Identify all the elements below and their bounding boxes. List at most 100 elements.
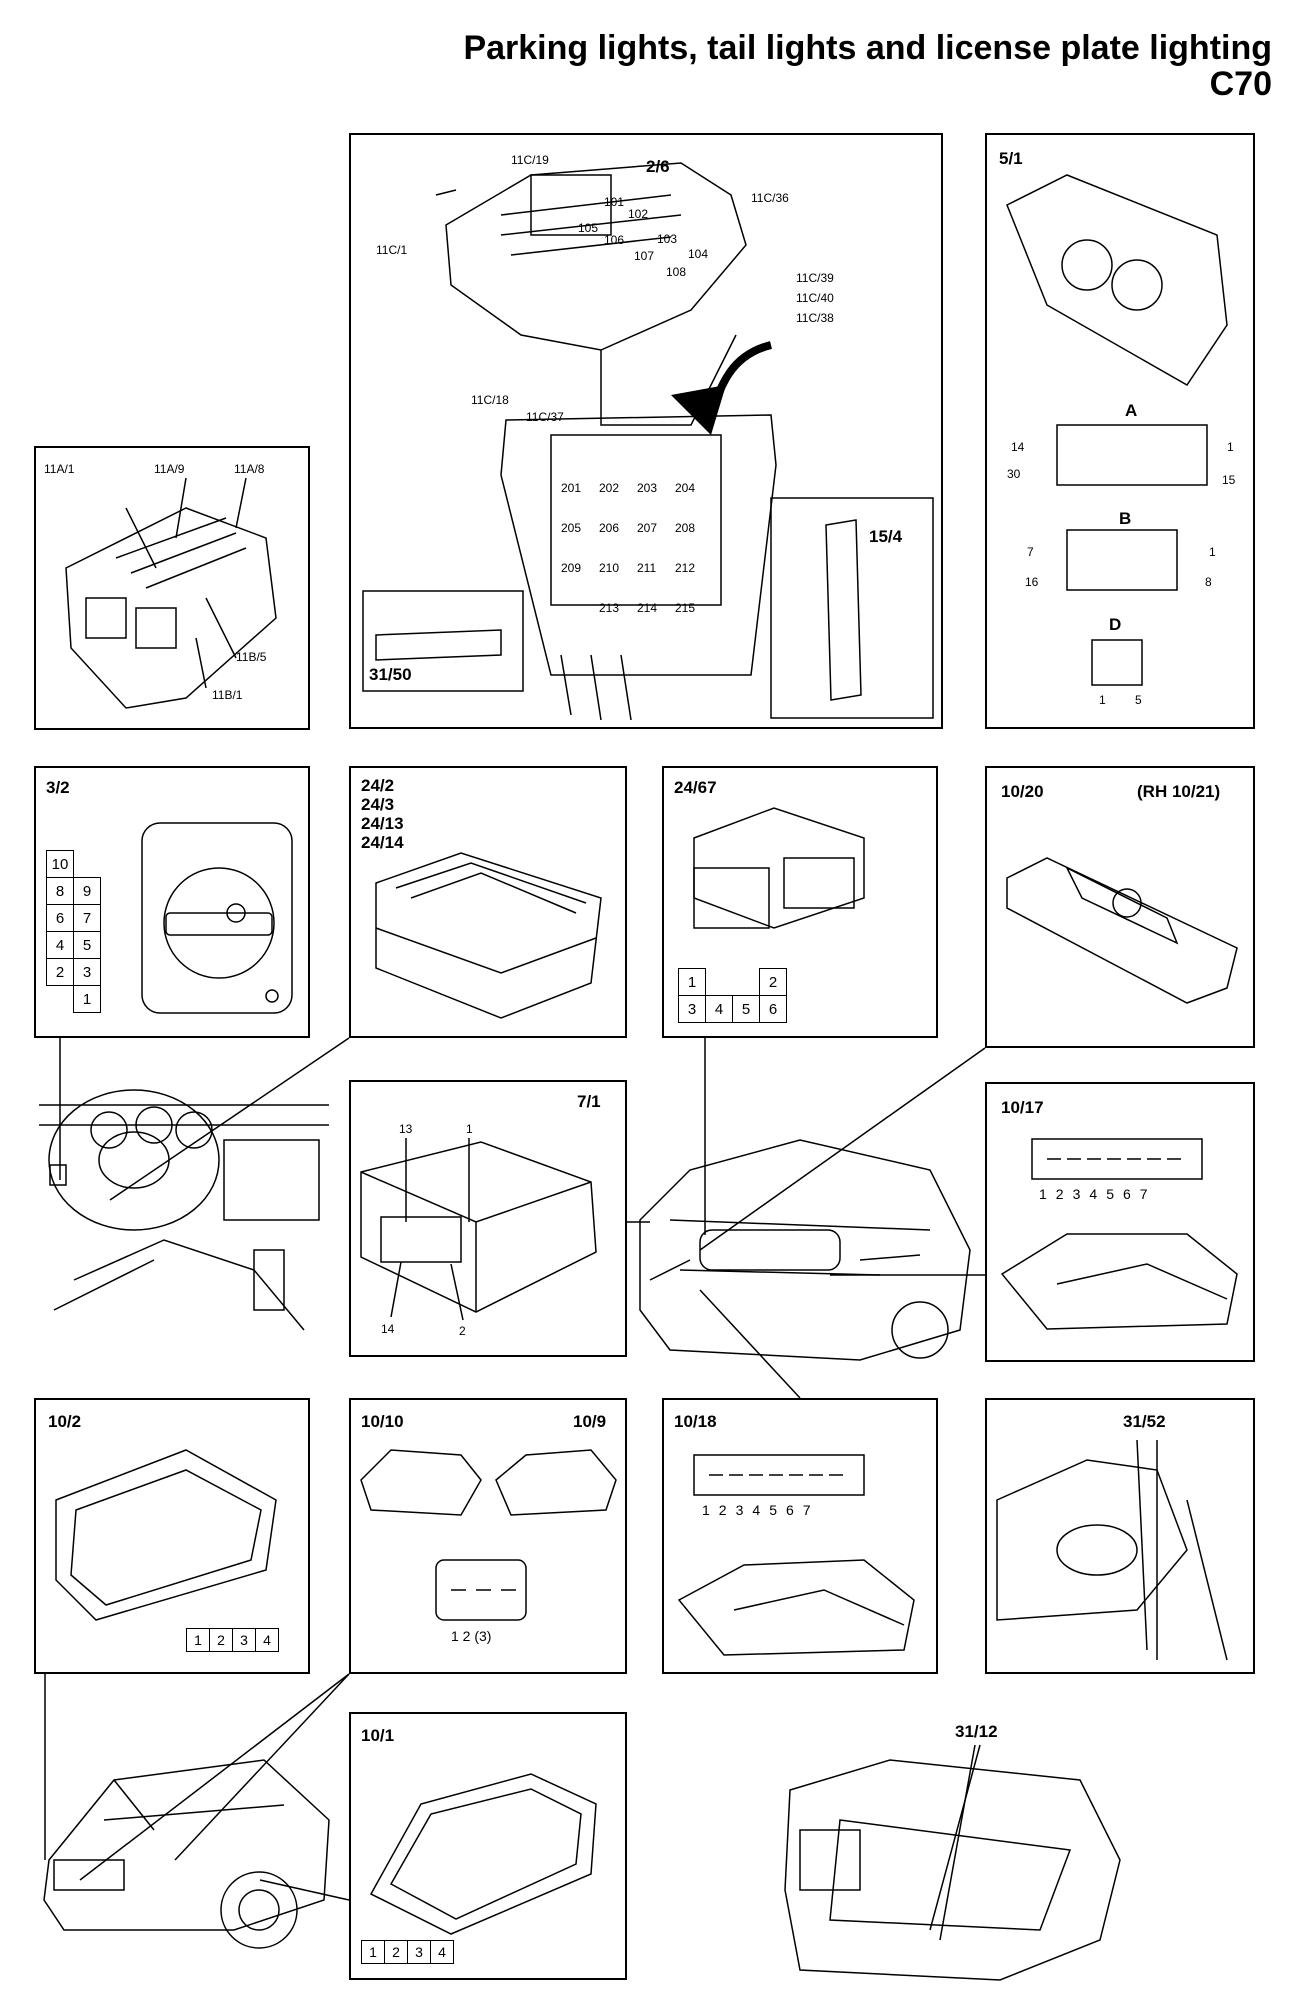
side-markers-panel: 10/10 10/9 1 2 (3) [349, 1398, 627, 1674]
pin-cell: 7 [73, 904, 101, 932]
pin-label: 7 [802, 1502, 811, 1518]
tail-light-r-pins: 1 2 3 4 5 6 7 [702, 1502, 811, 1518]
pin-label: 1 [702, 1502, 710, 1518]
pin-label: 4 [752, 1502, 761, 1518]
pin-cell: 4 [255, 1628, 279, 1652]
fuse-box-illustration [362, 162, 934, 721]
connector-label: 31/50 [369, 665, 412, 684]
headlamp-label: 10/1 [361, 1726, 395, 1745]
instrument-illustration [1006, 174, 1228, 686]
pin-label: 4 [1089, 1186, 1098, 1202]
pin-cell: 1 [186, 1628, 210, 1652]
connector-24-67-illustration [693, 807, 865, 929]
relay-label: 15/4 [869, 527, 903, 546]
pin-cell: 3 [232, 1628, 256, 1652]
callout: 11C/1 [376, 243, 408, 257]
connector-24-panel: 24/2 24/3 24/13 24/14 [349, 766, 627, 1038]
pin-label: 3 [735, 1502, 744, 1518]
pin-label: 8 [1205, 575, 1212, 589]
fuse-label: 211 [637, 561, 657, 575]
callout: 11C/37 [526, 410, 564, 424]
callout: 11C/40 [796, 291, 834, 305]
side-marker-pins: 1 2 (3) [451, 1628, 492, 1644]
side-marker-left-label: 10/10 [361, 1412, 404, 1431]
fuse-label: 208 [675, 521, 696, 535]
pin-label: 7 [1027, 545, 1034, 559]
connector-labels: 24/2 24/3 24/13 24/14 [361, 776, 404, 852]
connector-name: A [1125, 401, 1138, 420]
pin-label: 6 [1122, 1186, 1131, 1202]
switch-label: 3/2 [46, 778, 70, 797]
fuse-label: 108 [666, 265, 687, 279]
tail-light-label: 10/18 [674, 1412, 717, 1431]
pin-cell: 3 [678, 995, 706, 1023]
car-front-illustration [43, 1759, 330, 1949]
ground-52-panel: 31/52 [985, 1398, 1255, 1674]
fuse-label: 210 [599, 561, 620, 575]
tail-light-r-illustration [677, 1454, 915, 1656]
fuse-label: 204 [675, 481, 696, 495]
connector-name: D [1109, 615, 1122, 634]
fuse-label: 214 [637, 601, 658, 615]
side-marker-right-label: 10/9 [573, 1412, 607, 1431]
headlamp-pin-grid: 1 2 3 4 [186, 1628, 279, 1652]
callout: 11C/18 [471, 393, 509, 407]
fuse-grid: 201 202 203 204 205 206 207 208 209 210 … [561, 481, 713, 641]
pin-cell: 4 [705, 995, 733, 1023]
pin-cell: 2 [209, 1628, 233, 1652]
plate-light-panel: 10/20 (RH 10/21) [985, 766, 1255, 1048]
connector-label: 24/13 [361, 814, 404, 833]
tail-light-label: 10/17 [1001, 1098, 1044, 1117]
pin-label: 7 [1139, 1186, 1148, 1202]
callout: 11A/9 [154, 462, 185, 476]
module-illustration [360, 1138, 597, 1321]
pin-label: 5 [769, 1502, 777, 1518]
fuse-label: 104 [688, 247, 709, 261]
pin-label: 2 [459, 1324, 466, 1338]
fuse-label: 201 [561, 481, 582, 495]
pin-label: 14 [381, 1322, 395, 1336]
pin-cell: 1 [361, 1940, 385, 1964]
fuse-label: 213 [599, 601, 620, 615]
fuse-label: 206 [599, 521, 620, 535]
plate-light-illustration [1006, 857, 1238, 1004]
car-rear-illustration [639, 1139, 971, 1361]
pin-cell: 4 [430, 1940, 454, 1964]
tail-light-right-panel: 10/18 1 2 3 4 5 6 7 [662, 1398, 938, 1674]
tail-light-pins: 1 2 3 4 5 6 7 [1039, 1186, 1148, 1202]
headlamp-left-panel: 10/1 1 2 3 4 [349, 1712, 627, 1980]
callout: 11C/19 [511, 153, 549, 167]
pin-cell: 2 [46, 958, 74, 986]
pin-cell: 6 [759, 995, 787, 1023]
pin-label: 5 [1135, 693, 1142, 707]
fuse-label: 205 [561, 521, 582, 535]
callout: 11A/1 [44, 462, 75, 476]
pin-cell: 3 [407, 1940, 431, 1964]
headlamp-l-illustration [369, 1773, 597, 1935]
module-label: 7/1 [577, 1092, 601, 1111]
pin-cell: 10 [46, 850, 74, 878]
callout: 11C/36 [751, 191, 789, 205]
pin-label: 5 [1106, 1186, 1114, 1202]
pin-cell: 8 [46, 877, 74, 905]
relay-box-illustration [65, 477, 277, 709]
connector-label: 24/14 [361, 833, 404, 852]
plate-light-label: 10/20 [1001, 782, 1044, 801]
pin-cell: 2 [759, 968, 787, 996]
fuse-label: 107 [634, 249, 655, 263]
pin-cell: 1 [678, 968, 706, 996]
callout: 11B/5 [236, 650, 267, 664]
connector-name: B [1119, 509, 1132, 528]
connector-label: 24/3 [361, 795, 395, 814]
callout: 11C/39 [796, 271, 834, 285]
headlamp-label: 10/2 [48, 1412, 82, 1431]
pin-cell: 5 [73, 931, 101, 959]
trunk-illustration [784, 1744, 1121, 1981]
fuse-label: 103 [657, 232, 678, 246]
fuse-label: 105 [578, 221, 599, 235]
fuse-label: 215 [675, 601, 696, 615]
pin-label: 1 [1099, 693, 1106, 707]
